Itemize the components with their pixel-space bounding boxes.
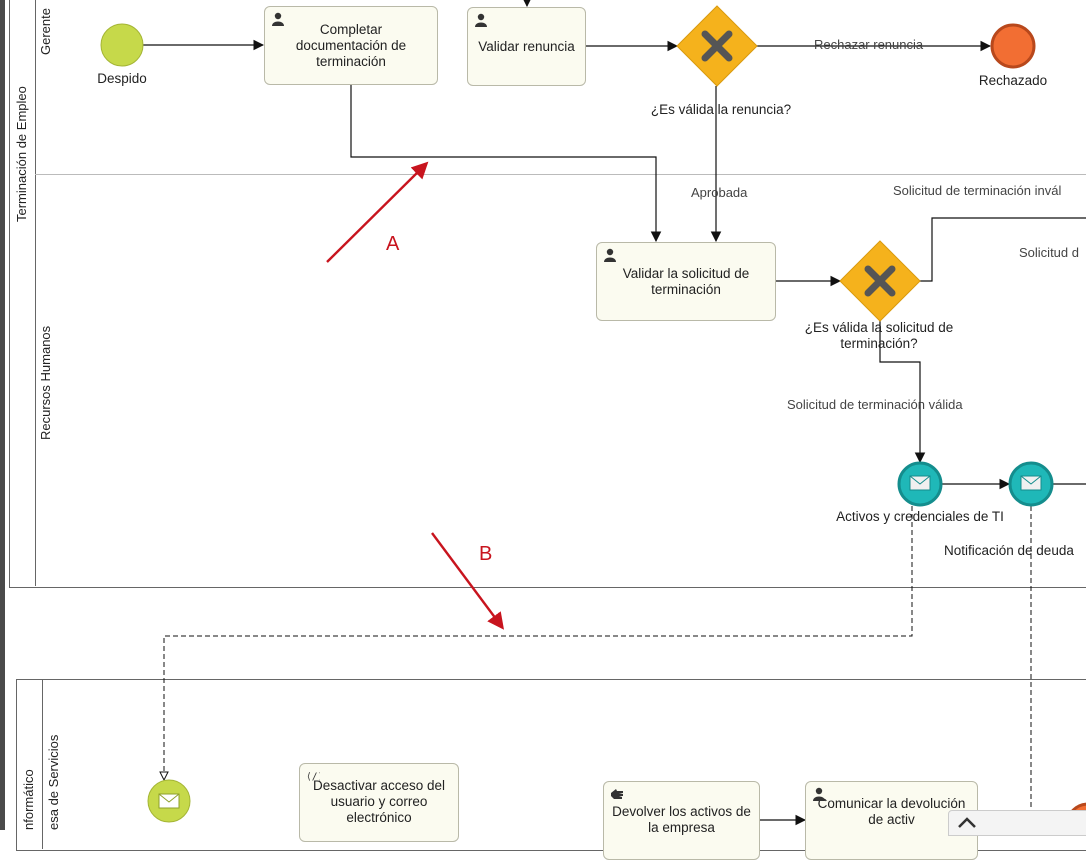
annotation-arrow-a — [326, 161, 429, 263]
flow-label-reject: Rechazar renuncia — [814, 37, 924, 52]
flow-valid-request — [879, 320, 926, 464]
label-gateway-resignation: ¿Es válida la renuncia? — [650, 102, 792, 117]
task-label: Desactivar acceso del usuario y correo e… — [312, 778, 446, 825]
user-task-icon — [813, 787, 825, 801]
annotation-arrow-b — [431, 532, 505, 630]
task-label: Completar documentación de terminación — [295, 21, 407, 69]
task-complete-docs[interactable]: Completar documentación de terminación — [264, 6, 438, 85]
manual-task-icon — [611, 789, 623, 799]
chevron-up-icon[interactable] — [955, 815, 979, 831]
task-label: Devolver los activos de la empresa — [612, 804, 751, 835]
minimap-toggle[interactable] — [948, 810, 1086, 836]
annotation-a: A — [386, 233, 400, 255]
flow-label-solicitud: Solicitud d — [1019, 245, 1079, 260]
gateway-resignation — [676, 5, 758, 87]
script-task-icon: ⟨/⟩ — [306, 772, 320, 783]
task-deactivate-access[interactable]: ⟨/⟩ Desactivar acceso del usuario y corr… — [299, 763, 459, 842]
diagram-canvas — [100, 0, 1086, 830]
flow-label-approved: Aprobada — [691, 185, 748, 200]
gateway-request — [839, 240, 921, 322]
label-start-event: Despido — [97, 71, 147, 86]
user-task-icon — [272, 12, 284, 26]
pool-it-divider — [42, 679, 43, 849]
pool-label-divider — [35, 0, 36, 586]
flow-label-invalid: Solicitud de terminación invál — [893, 183, 1062, 198]
message-start-event-it — [147, 779, 191, 823]
label-debt-notification: Notificación de deuda — [944, 543, 1074, 558]
label-end-rejected: Rechazado — [978, 73, 1048, 88]
message-event-debt — [1008, 461, 1054, 507]
user-task-icon — [604, 248, 616, 262]
svg-text:⟨/⟩: ⟨/⟩ — [306, 772, 320, 783]
task-label: Validar la solicitud de terminación — [622, 265, 750, 297]
start-event — [100, 23, 144, 67]
flow-label-valid: Solicitud de terminación válida — [787, 397, 963, 412]
task-validate-request[interactable]: Validar la solicitud de terminación — [596, 242, 776, 321]
user-task-icon — [475, 13, 487, 27]
pool-termination[interactable] — [9, 0, 1086, 588]
task-label: Validar renuncia — [478, 38, 575, 54]
task-label: Comunicar la devolución de activ — [817, 796, 966, 827]
task-return-assets[interactable]: Devolver los activos de la empresa — [603, 781, 760, 860]
canvas-left-edge — [0, 0, 5, 830]
end-event-rejected — [990, 23, 1036, 69]
message-flow-assets — [164, 506, 913, 780]
label-gateway-request: ¿Es válida la solicitud de terminación? — [804, 320, 954, 351]
message-event-assets — [897, 461, 943, 507]
task-validate-resignation[interactable]: Validar renuncia — [467, 7, 586, 86]
flow-invalid-request — [919, 217, 1086, 282]
label-assets-credentials: Activos y credenciales de TI — [836, 509, 1004, 524]
lane-separator — [35, 174, 1086, 175]
flow-docs-to-validate-request — [350, 85, 662, 243]
annotation-b: B — [479, 543, 493, 565]
